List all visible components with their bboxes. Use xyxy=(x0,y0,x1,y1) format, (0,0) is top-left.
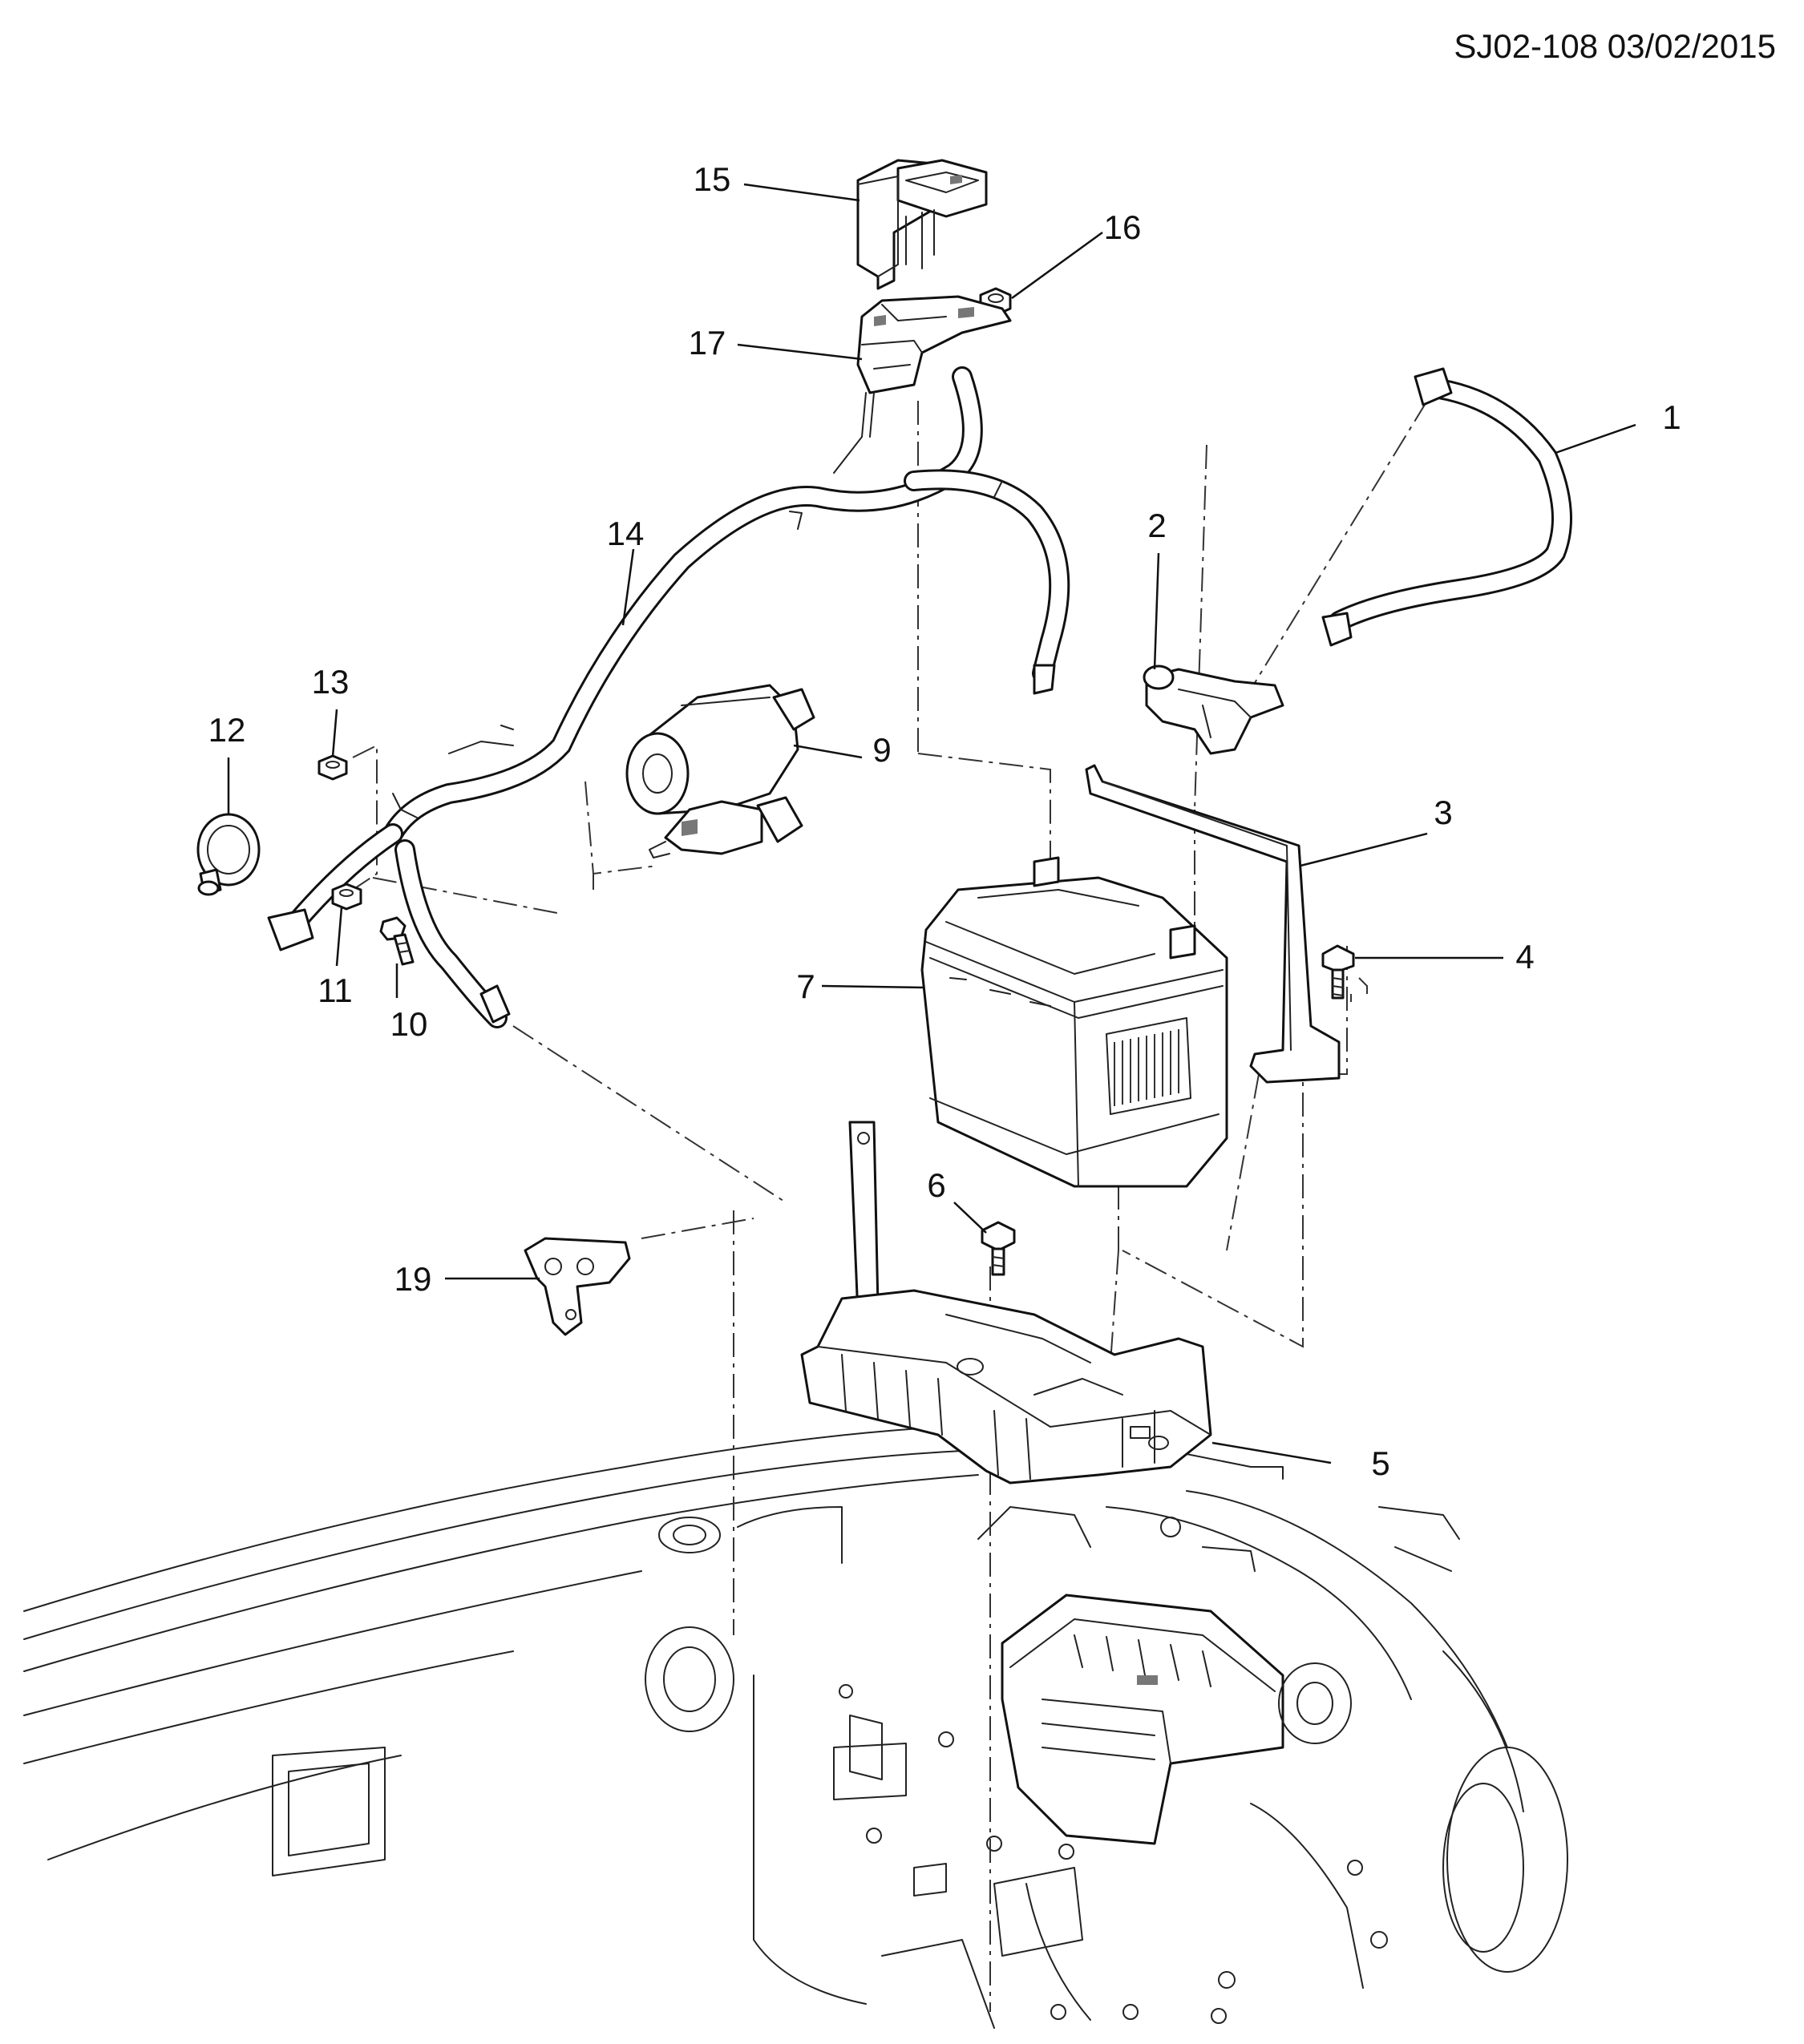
callout-17: 17 xyxy=(689,324,726,362)
callout-16: 16 xyxy=(1104,208,1142,246)
part-7-battery xyxy=(920,856,1228,1188)
part-3-hold-down xyxy=(1085,764,1341,1084)
assembly-lines xyxy=(352,400,1428,2012)
document-code: SJ02-108 03/02/2015 xyxy=(1454,27,1776,65)
part-19-bracket xyxy=(524,1237,631,1336)
callout-3: 3 xyxy=(1434,794,1452,831)
callout-19: 19 xyxy=(394,1260,432,1298)
vehicle-body xyxy=(23,1410,1568,2029)
part-1-negative-cable xyxy=(1321,367,1572,647)
part-6-bolt xyxy=(981,1221,1016,1276)
callout-10: 10 xyxy=(390,1005,428,1043)
part-13-nut xyxy=(318,754,348,781)
part-11-nut xyxy=(331,883,362,911)
leader-lines xyxy=(227,183,1636,1464)
callout-12: 12 xyxy=(208,711,246,749)
part-5-battery-tray xyxy=(800,1121,1212,1485)
callout-2: 2 xyxy=(1147,507,1166,544)
part-15-fuse-cover xyxy=(856,159,988,290)
callout-14: 14 xyxy=(607,515,645,552)
callout-4: 4 xyxy=(1515,938,1534,976)
part-4-bolt xyxy=(1321,944,1355,1000)
callout-9: 9 xyxy=(872,731,891,769)
part-2-battery-sensor xyxy=(1143,665,1284,755)
callout-7: 7 xyxy=(796,967,815,1005)
part-10-bolt xyxy=(379,916,415,966)
callout-13: 13 xyxy=(312,663,350,701)
callout-labels: 1 2 3 4 5 6 7 9 10 11 12 13 14 15 16 17 … xyxy=(208,160,1681,1482)
part-12-grommet xyxy=(196,813,261,896)
part-17-fuse-block xyxy=(856,295,1012,394)
callout-15: 15 xyxy=(694,160,731,198)
part-9-starter-motor xyxy=(625,684,815,858)
callout-5: 5 xyxy=(1371,1444,1389,1482)
part-14-positive-cable xyxy=(267,366,1070,1028)
callout-6: 6 xyxy=(927,1166,945,1204)
callout-1: 1 xyxy=(1662,398,1681,436)
callout-11: 11 xyxy=(318,972,353,1009)
